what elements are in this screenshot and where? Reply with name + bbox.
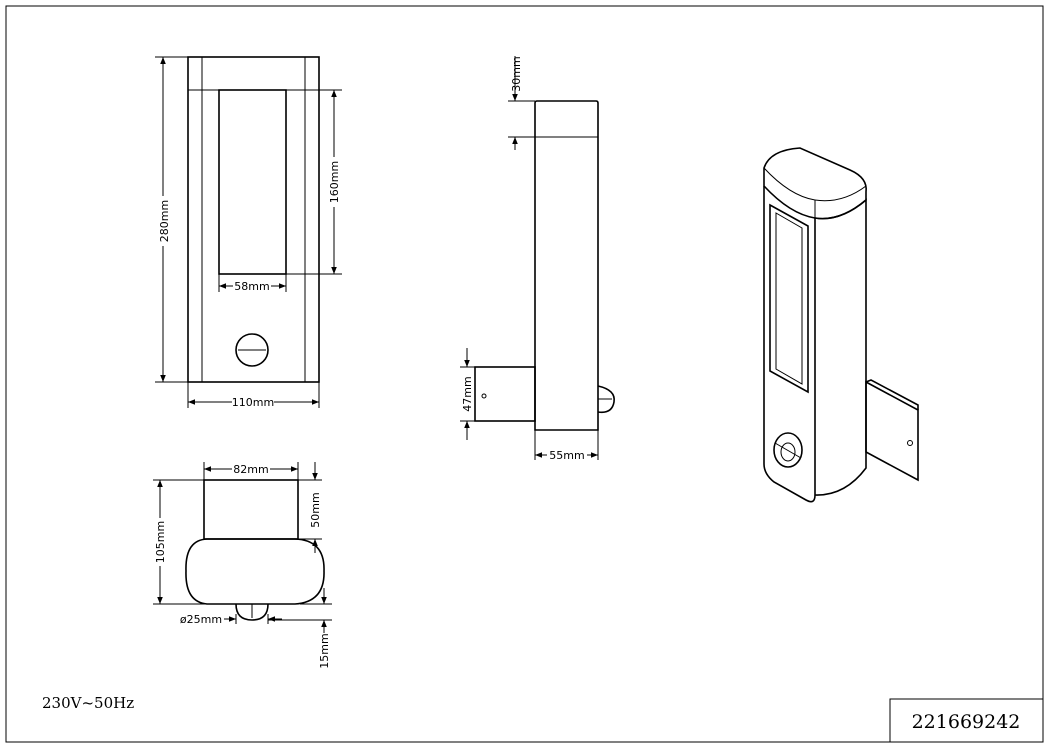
side-view: 30mm 47mm 55mm xyxy=(460,56,615,462)
iso-body-front xyxy=(763,186,816,503)
front-window-width-label: 58mm xyxy=(234,280,269,293)
side-bracket xyxy=(474,366,536,422)
front-width-label: 110mm xyxy=(232,396,274,409)
side-sensor-icon xyxy=(597,385,615,414)
iso-body-side xyxy=(814,198,867,496)
top-bracket-label: 50mm xyxy=(309,492,322,527)
top-sensor-depth-label: 15mm xyxy=(318,633,331,668)
top-body xyxy=(185,538,325,605)
front-window-height-label: 160mm xyxy=(328,161,341,203)
iso-window xyxy=(769,203,809,394)
front-height-label: 280mm xyxy=(158,200,171,242)
side-cap-label: 30mm xyxy=(510,56,523,91)
iso-sensor-icon xyxy=(773,432,803,468)
drawing-frame xyxy=(5,5,1044,743)
iso-bracket xyxy=(865,380,919,482)
top-sensor-icon xyxy=(235,603,269,621)
isometric-view xyxy=(763,147,919,503)
top-width-label: 82mm xyxy=(233,463,268,476)
iso-cap xyxy=(763,147,867,220)
article-number: 221669242 xyxy=(912,711,1021,733)
top-bracket xyxy=(203,479,299,540)
front-view: 280mm 160mm 58mm 110mm xyxy=(155,56,342,409)
front-window xyxy=(218,89,287,275)
article-number-box xyxy=(889,698,1044,743)
front-body xyxy=(187,56,320,383)
voltage-note: 230V~50Hz xyxy=(42,694,134,712)
top-height-label: 105mm xyxy=(154,521,167,563)
side-body xyxy=(534,100,599,431)
side-depth-label: 55mm xyxy=(549,449,584,462)
top-sensor-diameter-label: ø25mm xyxy=(180,613,222,626)
side-bracket-label: 47mm xyxy=(461,376,474,411)
top-view: 82mm 105mm 50mm ø25mm 15mm xyxy=(153,462,332,669)
motion-sensor-icon xyxy=(235,333,269,367)
